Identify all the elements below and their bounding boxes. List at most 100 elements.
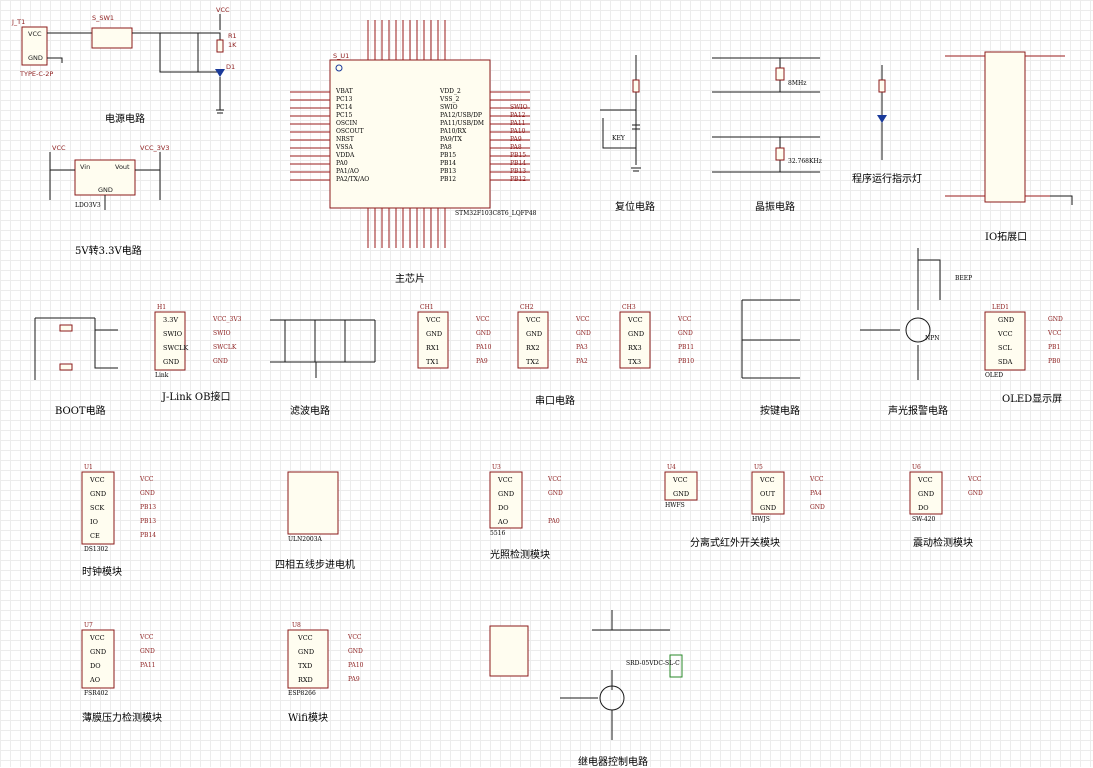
module-ref: U7 bbox=[84, 622, 93, 629]
module-pin-label: 3.3V bbox=[163, 316, 179, 324]
oled-part-label: OLED bbox=[985, 372, 1004, 379]
mcu-left-pin: PC14 bbox=[336, 104, 353, 111]
mcu-left-pin: OSCIN bbox=[336, 120, 358, 127]
module-pin-label: GND bbox=[526, 330, 543, 338]
module-net-label: PA3 bbox=[576, 344, 588, 351]
module-pin-label: GND bbox=[760, 504, 777, 512]
mcu-right-pin: PA8 bbox=[440, 144, 452, 151]
mcu-net-label: PA12 bbox=[510, 112, 526, 119]
svg-text:S_SW1: S_SW1 bbox=[92, 14, 114, 22]
caption-led: 程序运行指示灯 bbox=[852, 174, 922, 185]
module-ref: H1 bbox=[157, 304, 167, 311]
alarm-npn-label: NPN bbox=[925, 335, 940, 342]
mcu-left-pin: PC13 bbox=[336, 96, 353, 103]
mcu-net-label: PB13 bbox=[510, 168, 527, 175]
module-net-label: GND bbox=[576, 330, 591, 337]
module-pin-label: VCC bbox=[90, 476, 105, 484]
mcu-net-label: PB12 bbox=[510, 176, 527, 183]
caption-wifi: Wifi模块 bbox=[288, 713, 328, 724]
mcu-left-pin: VSSA bbox=[336, 144, 353, 151]
caption-ir: 分离式红外开关模块 bbox=[690, 538, 780, 549]
module-net-label: VCC bbox=[1048, 330, 1062, 337]
caption-stepper: 四相五线步进电机 bbox=[275, 560, 355, 571]
module-pin-label: OUT bbox=[760, 490, 776, 498]
caption-mcu: 主芯片 bbox=[395, 274, 425, 285]
module-pin-label: TX3 bbox=[628, 358, 642, 366]
module-pin-label: TXD bbox=[298, 662, 313, 670]
module-pin-label: AO bbox=[90, 676, 101, 684]
caption-clock: 时钟模块 bbox=[82, 567, 122, 578]
module-pin-label: SWCLK bbox=[163, 344, 189, 352]
module-pin-label: SCK bbox=[90, 504, 105, 512]
module-net-label: PB10 bbox=[678, 358, 695, 365]
mcu-right-pin: SWIO bbox=[440, 104, 458, 111]
hwfs-label: HWFS bbox=[665, 502, 685, 509]
module-pin-label: VCC bbox=[673, 476, 688, 484]
caption-light: 光照检测模块 bbox=[490, 550, 550, 561]
module-net-label: GND bbox=[140, 490, 155, 497]
module-net-label: PB0 bbox=[1048, 358, 1061, 365]
module-pin-label: VCC bbox=[760, 476, 775, 484]
mcu-net-label: PA9 bbox=[510, 136, 522, 143]
key-circuit bbox=[741, 299, 800, 379]
caption-boot: BOOT电路 bbox=[55, 406, 106, 417]
mcu-right-pin: VDD_2 bbox=[440, 88, 461, 95]
mcu-right-pin: PA10/RX bbox=[440, 128, 467, 135]
mcu-left-pin: VBAT bbox=[336, 88, 353, 95]
module-net-label: VCC bbox=[810, 476, 824, 483]
mcu-right-pin: PB12 bbox=[440, 176, 457, 183]
module-pin-label: VCC bbox=[426, 316, 441, 324]
mcu-left-pin: PC15 bbox=[336, 112, 353, 119]
uln-label: ULN2003A bbox=[288, 536, 322, 543]
ldo-part-label: LDO3V3 bbox=[75, 202, 101, 209]
caption-relay: 继电器控制电路 bbox=[578, 757, 648, 768]
module-net-label: VCC bbox=[140, 476, 154, 483]
caption-crystal: 晶振电路 bbox=[755, 202, 795, 213]
module-pin-label: TX2 bbox=[526, 358, 540, 366]
caption-power: 电源电路 bbox=[105, 114, 145, 125]
mcu-left-pin: NRST bbox=[336, 136, 354, 143]
crystal1-label: 8MHz bbox=[788, 80, 807, 87]
module-ref: CH2 bbox=[520, 304, 534, 311]
ds1302-label: DS1302 bbox=[84, 546, 109, 553]
mcu-net-label: SWIO bbox=[510, 104, 528, 111]
module-pin-label: GND bbox=[163, 358, 180, 366]
svg-text:Vout: Vout bbox=[115, 163, 130, 171]
module-net-label: GND bbox=[348, 648, 363, 655]
svg-text:GND: GND bbox=[28, 54, 43, 62]
mcu-left-pin: PA1/AO bbox=[336, 168, 359, 175]
module-pin-label: AO bbox=[498, 518, 509, 526]
caption-alarm: 声光报警电路 bbox=[888, 406, 948, 417]
module-net-label: PA10 bbox=[348, 662, 364, 669]
crystal2-label: 32.768KHz bbox=[788, 158, 822, 165]
module-net-label: VCC bbox=[576, 316, 590, 323]
module-pin-label: GND bbox=[498, 490, 515, 498]
svg-text:VCC: VCC bbox=[28, 30, 42, 38]
module-pin-label: SCL bbox=[998, 344, 1012, 352]
module-net-label: VCC bbox=[348, 634, 362, 641]
module-ref: U6 bbox=[912, 464, 921, 471]
module-pin-label: VCC bbox=[998, 330, 1013, 338]
caption-io: IO拓展口 bbox=[985, 232, 1028, 243]
svg-text:R1: R1 bbox=[228, 32, 237, 40]
svg-text:TYPE-C-2P: TYPE-C-2P bbox=[19, 70, 53, 78]
module-ref: U3 bbox=[492, 464, 501, 471]
alarm-circuit bbox=[860, 248, 941, 380]
module-net-label: VCC_3V3 bbox=[213, 316, 242, 323]
svg-text:S_U1: S_U1 bbox=[333, 52, 349, 60]
caption-oled: OLED显示屏 bbox=[1002, 394, 1063, 405]
module-net-label: PB14 bbox=[140, 532, 157, 539]
module-net-label: SWCLK bbox=[213, 344, 237, 351]
caption-pressure: 薄膜压力检测模块 bbox=[82, 713, 162, 724]
mcu-net-label: PA11 bbox=[510, 120, 526, 127]
mcu-left-pin: VDDA bbox=[336, 152, 355, 159]
module-pin-label: VCC bbox=[526, 316, 541, 324]
module-net-label: PA10 bbox=[476, 344, 492, 351]
svg-text:D1: D1 bbox=[226, 63, 235, 71]
module-net-label: VCC bbox=[678, 316, 692, 323]
module-net-label: GND bbox=[968, 490, 983, 497]
usb-typec-connector bbox=[21, 26, 48, 66]
